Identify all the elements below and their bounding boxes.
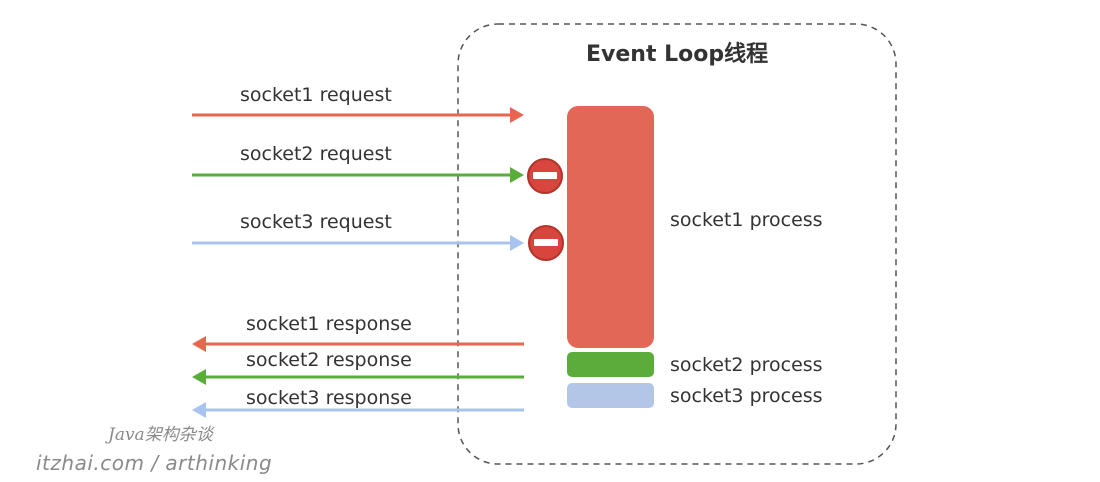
request-arrow-socket2 (192, 167, 524, 183)
request-label-socket2: socket2 request (240, 143, 392, 165)
request-label-socket1: socket1 request (240, 84, 392, 106)
socket2-process-block (567, 352, 654, 377)
event-loop-title: Event Loop线程 (586, 42, 769, 67)
response-label-socket1: socket1 response (246, 313, 412, 335)
response-arrow-socket3 (192, 402, 524, 418)
process-label-socket1: socket1 process (670, 209, 823, 231)
response-arrow-socket1 (192, 336, 524, 352)
no-entry-icon (527, 158, 563, 194)
socket1-process-block (567, 106, 654, 348)
socket3-process-block (567, 383, 654, 408)
process-label-socket3: socket3 process (670, 385, 823, 407)
request-label-socket3: socket3 request (240, 211, 392, 233)
response-label-socket3: socket3 response (246, 387, 412, 409)
request-arrow-socket1 (192, 107, 524, 123)
request-arrow-socket3 (192, 235, 524, 251)
watermark-site: itzhai.com / arthinking (36, 451, 273, 475)
response-label-socket2: socket2 response (246, 349, 412, 371)
process-label-socket2: socket2 process (670, 354, 823, 376)
watermark-brand: Java架构杂谈 (108, 425, 213, 445)
response-arrow-socket2 (192, 369, 524, 385)
no-entry-icon (528, 225, 564, 261)
